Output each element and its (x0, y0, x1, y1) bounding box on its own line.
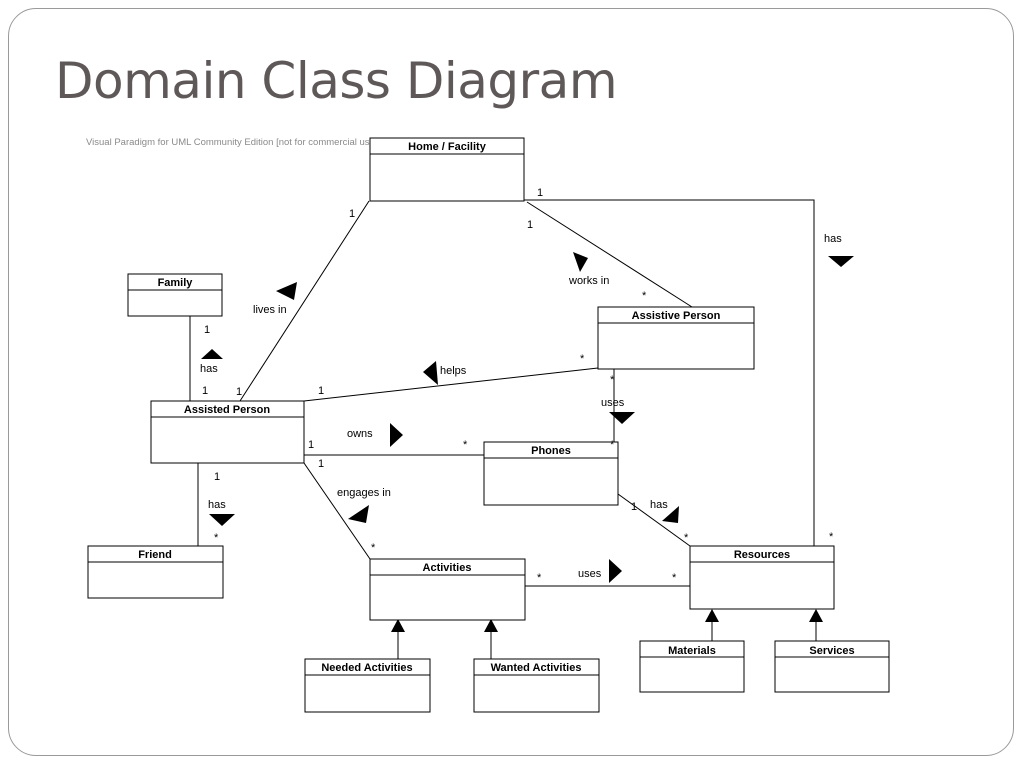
class-name-wanted-activities: Wanted Activities (491, 662, 582, 674)
slide-title: Domain Class Diagram (55, 52, 618, 110)
label-friend-has: has (208, 499, 226, 511)
mult-act-uses-activities: * (537, 572, 542, 584)
class-needed-activities (304, 658, 431, 713)
class-boxes (87, 137, 890, 713)
class-name-family: Family (158, 277, 194, 289)
mult-owns-assisted: 1 (308, 439, 314, 451)
label-helps: helps (440, 365, 467, 377)
line-works-in (526, 201, 693, 308)
class-home-facility (369, 137, 525, 202)
direction-triangles (201, 252, 854, 583)
label-owns: owns (347, 428, 373, 440)
class-name-assistive-person: Assistive Person (632, 310, 721, 322)
direction-triangle-helps (423, 361, 438, 385)
label-lives-in: lives in (253, 304, 287, 316)
class-resources (689, 545, 835, 610)
slide-frame (8, 8, 1014, 756)
label-home-has: has (824, 233, 842, 245)
generalization-arrow-services (809, 609, 823, 622)
association-labels: lives in works in has has helps uses own… (200, 233, 842, 580)
association-lines (189, 199, 817, 659)
direction-triangle-lives-in (276, 282, 297, 300)
direction-triangle-activities-uses (609, 559, 622, 583)
mult-uses-assistive: * (610, 374, 615, 386)
mult-helps-assistive: * (580, 353, 585, 365)
mult-works-in-home: 1 (527, 219, 533, 231)
label-phones-has: has (650, 499, 668, 511)
generalization-arrows (391, 609, 823, 632)
direction-triangle-friend-has (209, 514, 235, 526)
mult-friend-has-friend: * (214, 532, 219, 544)
label-uses-phones: uses (601, 397, 625, 409)
mult-home-has-resources: * (829, 531, 834, 543)
mult-phones-has-resources: * (684, 532, 689, 544)
direction-triangle-phones-has (662, 506, 679, 523)
generalization-arrow-needed (391, 619, 405, 632)
class-activities (369, 558, 526, 621)
mult-helps-assisted: 1 (318, 385, 324, 397)
class-friend (87, 545, 224, 599)
label-works-in: works in (568, 275, 609, 287)
generalization-arrow-wanted (484, 619, 498, 632)
mult-works-in-assistive: * (642, 290, 647, 302)
class-name-friend: Friend (138, 549, 172, 561)
class-name-materials: Materials (668, 645, 716, 657)
direction-triangle-home-has (828, 256, 854, 267)
label-family-has: has (200, 363, 218, 375)
multiplicities: 1 1 1 * 1 * 1 1 1 * * * 1 * 1 * 1 * 1 * … (202, 187, 834, 584)
mult-lives-in-assisted: 1 (236, 386, 242, 398)
line-engages-in (303, 462, 371, 560)
line-lives-in (239, 200, 370, 402)
class-names: Home / Facility Family Assistive Person … (138, 141, 854, 674)
mult-family-has-assisted: 1 (202, 385, 208, 397)
class-name-activities: Activities (423, 562, 472, 574)
class-name-needed-activities: Needed Activities (321, 662, 412, 674)
class-services (774, 640, 890, 693)
class-materials (639, 640, 745, 693)
class-phones (483, 441, 619, 506)
class-assisted-person (150, 400, 305, 464)
mult-uses-phones: * (610, 439, 615, 451)
mult-home-has-home: 1 (537, 187, 543, 199)
mult-engages-assisted: 1 (318, 458, 324, 470)
direction-triangle-works-in (573, 252, 588, 272)
mult-owns-phones: * (463, 439, 468, 451)
class-name-phones: Phones (531, 445, 571, 457)
class-family (127, 273, 223, 317)
class-name-assisted-person: Assisted Person (184, 404, 270, 416)
direction-triangle-uses-phones (609, 412, 635, 424)
direction-triangle-owns (390, 423, 403, 447)
mult-friend-has-assisted: 1 (214, 471, 220, 483)
line-helps (303, 367, 599, 402)
mult-phones-has-phones: 1 (631, 501, 637, 513)
class-name-resources: Resources (734, 549, 790, 561)
class-wanted-activities (473, 658, 600, 713)
direction-triangle-family-has (201, 349, 223, 359)
mult-family-has-family: 1 (204, 324, 210, 336)
label-activities-uses: uses (578, 568, 602, 580)
class-assistive-person (597, 306, 755, 370)
class-name-home-facility: Home / Facility (408, 141, 487, 153)
line-phones-has (617, 493, 691, 547)
line-home-has (524, 199, 815, 546)
watermark-text: Visual Paradigm for UML Community Editio… (86, 137, 378, 148)
class-name-services: Services (809, 645, 854, 657)
mult-lives-in-home: 1 (349, 208, 355, 220)
direction-triangle-engages-in (348, 505, 369, 523)
label-engages-in: engages in (337, 487, 391, 499)
generalization-arrow-materials (705, 609, 719, 622)
mult-engages-activities: * (371, 542, 376, 554)
mult-act-uses-resources: * (672, 572, 677, 584)
